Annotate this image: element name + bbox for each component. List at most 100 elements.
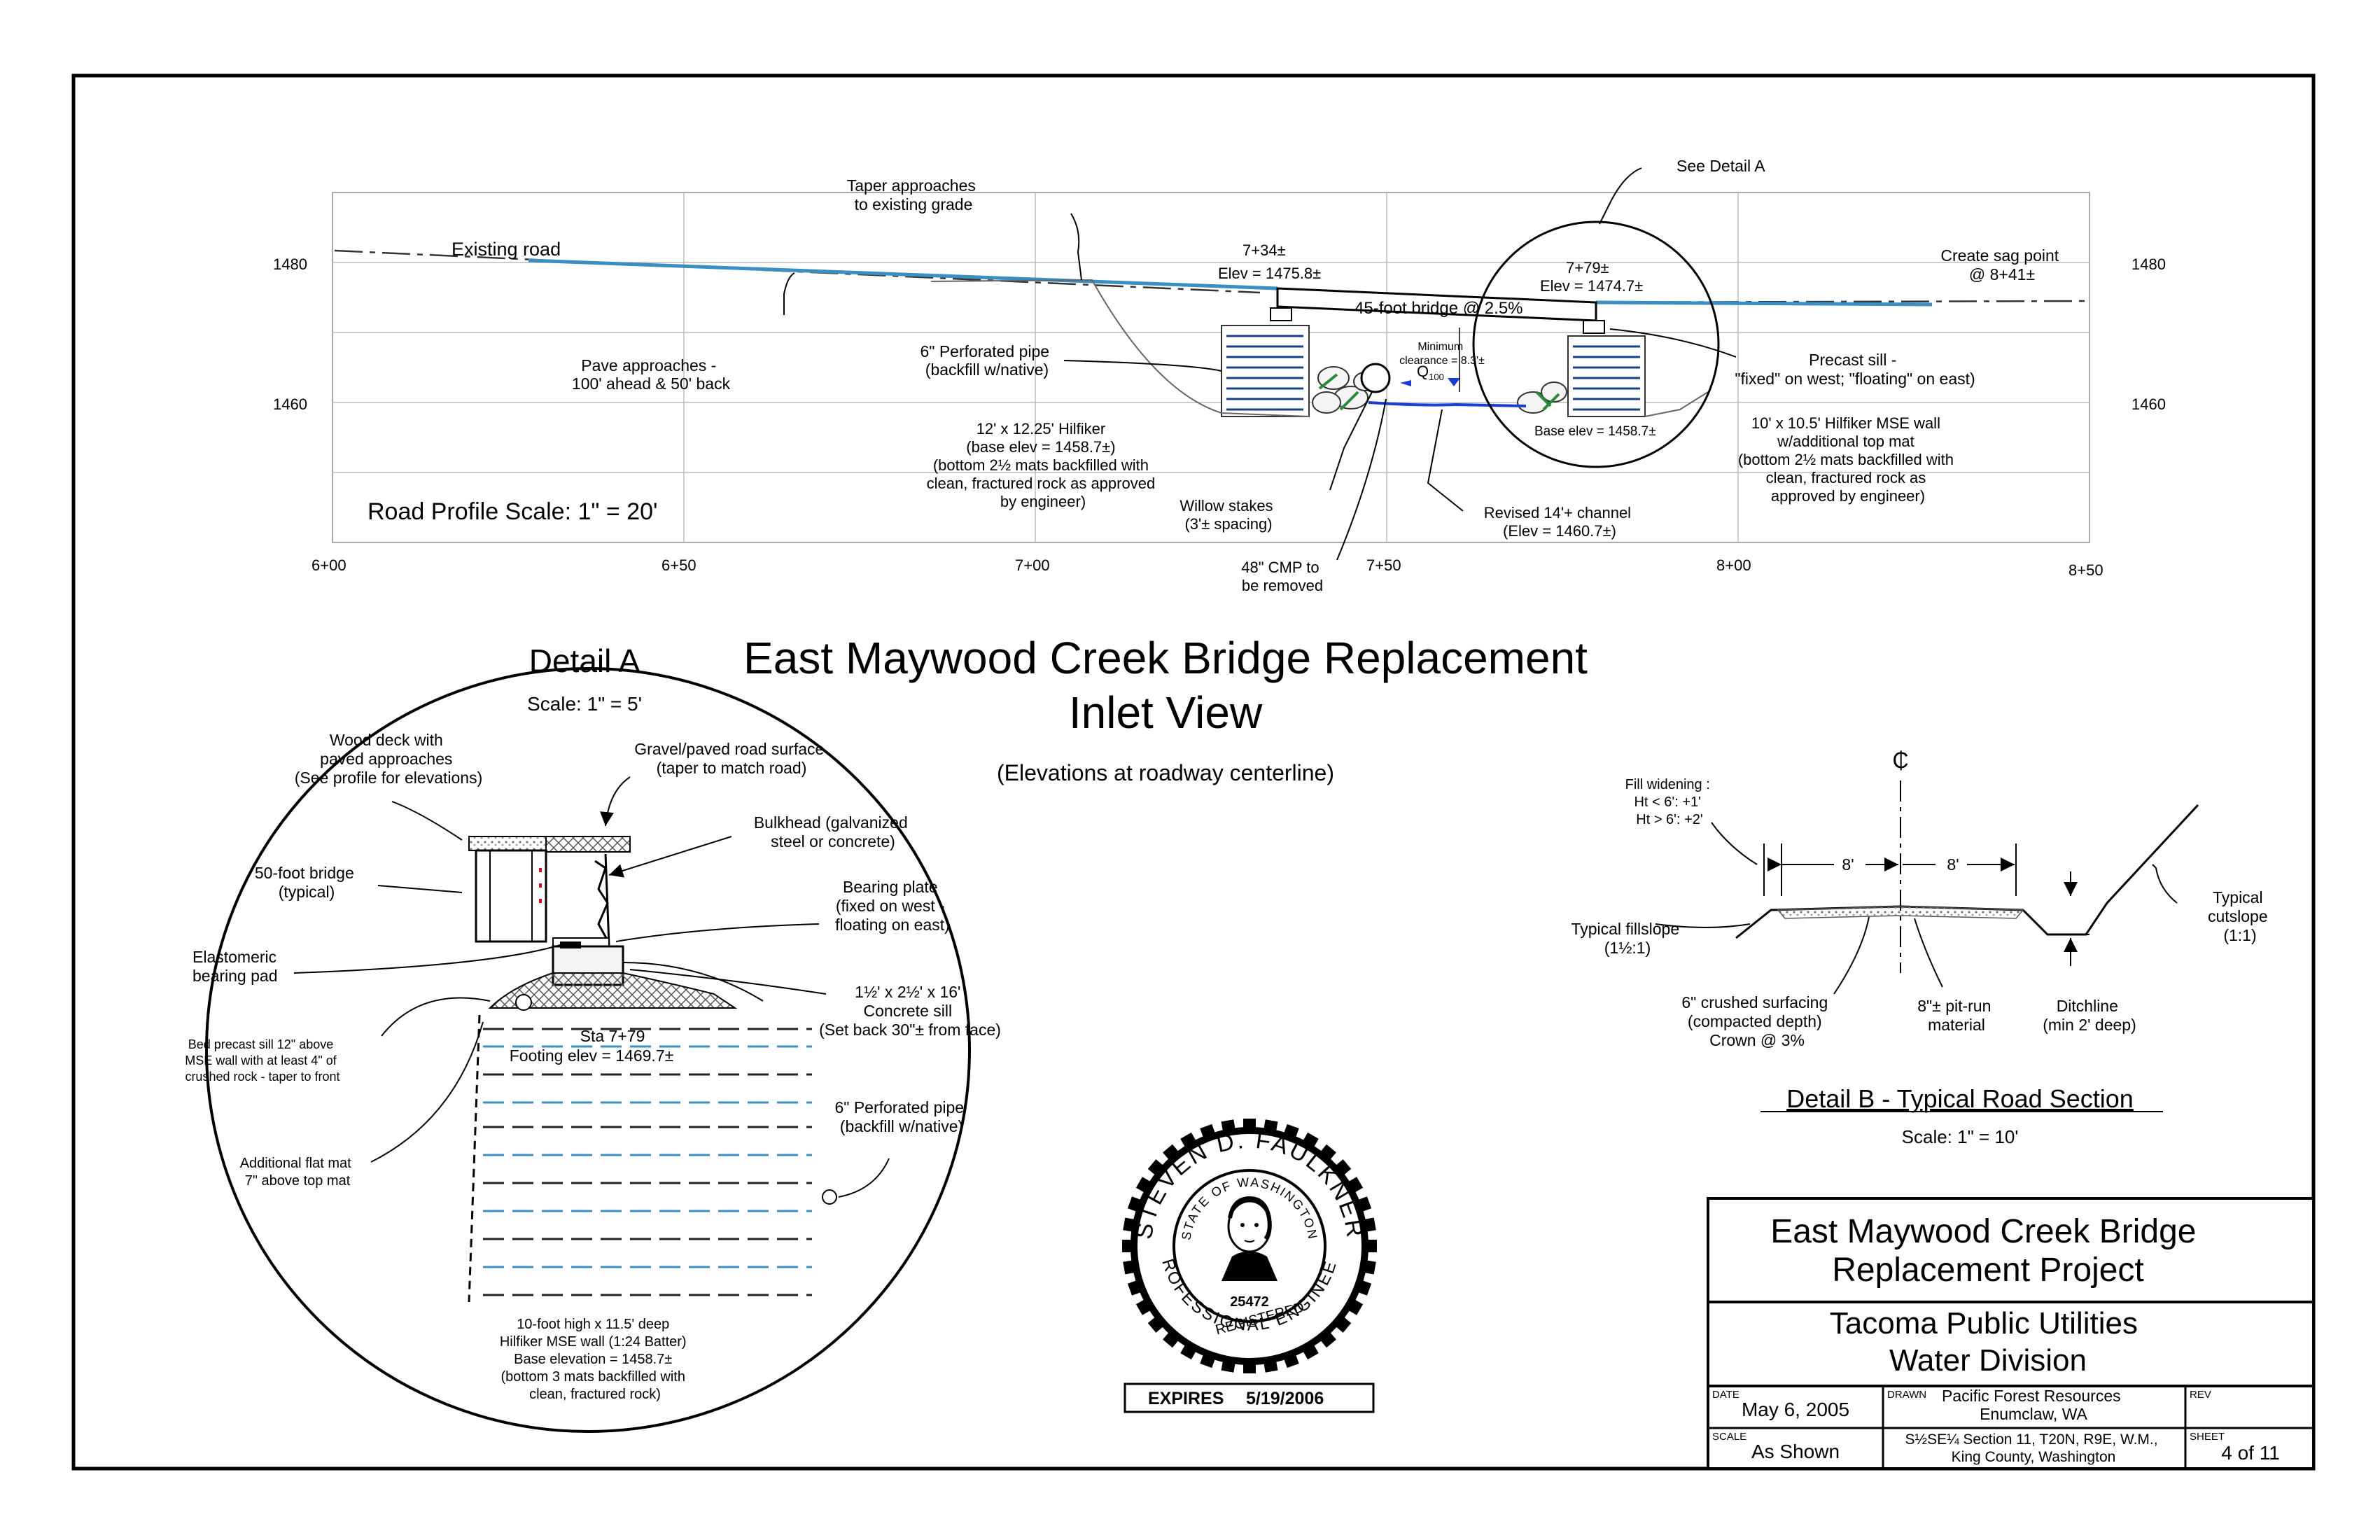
stream-channel: [1368, 401, 1527, 407]
see-detail-a-label: See Detail A: [1676, 157, 1765, 175]
footing-label: Footing elev = 1469.7±: [510, 1046, 673, 1065]
detail-a-leaders: [293, 776, 890, 1198]
centerline-symbol: ₵: [1892, 748, 1908, 773]
elev-label-1460-right: 1460: [2132, 396, 2166, 413]
scale-value: As Shown: [1751, 1441, 1840, 1462]
base-elev-label: Base elev = 1458.7±: [1534, 424, 1656, 439]
sub-title: Inlet View: [1069, 687, 1263, 738]
bolt-marks: [539, 868, 542, 903]
water-arrow: [1400, 380, 1411, 386]
bridge50-note: 50-foot bridge (typical): [255, 864, 358, 901]
ground-line-east: [1644, 391, 1709, 417]
elev-label-1460-left: 1460: [273, 396, 307, 413]
pitrun-note: 8"± pit-run material: [1917, 997, 1996, 1034]
elev-east-label: Elev = 1474.7±: [1540, 277, 1643, 295]
hilfiker-west-note: 12' x 12.25' Hilfiker (base elev = 1458.…: [927, 420, 1160, 510]
wood-deck-note: Wood deck with paved approaches (See pro…: [295, 731, 482, 787]
seal-number: 25472: [1230, 1294, 1269, 1310]
existing-road-line: [334, 249, 2090, 304]
water-level-marker: [1448, 378, 1460, 386]
bed-note: Bed precast sill 12" above MSE wall with…: [185, 1037, 340, 1084]
hilfiker-east-note: 10' x 10.5' Hilfiker MSE wall w/addition…: [1738, 414, 1958, 505]
elev-label-1480-right: 1480: [2132, 255, 2166, 273]
sheet-border: [71, 74, 2316, 1471]
expires-label: EXPIRES: [1148, 1389, 1224, 1408]
expires-date: 5/19/2006: [1246, 1389, 1324, 1408]
detail-a-circle: [205, 667, 971, 1433]
station-6-50: 6+50: [662, 556, 696, 574]
east-mse-wall: [1567, 335, 1646, 417]
west-mse-wall: [1221, 325, 1310, 417]
drain-pipe-bottom: [822, 1189, 837, 1205]
elastomeric-pad: [560, 941, 581, 948]
ditch-note: Ditchline (min 2' deep): [2043, 997, 2136, 1034]
drain-pipe-top: [515, 994, 532, 1011]
ground-profile-a: [622, 962, 764, 1002]
cmp-note: 48" CMP to be removed: [1241, 559, 1323, 594]
drawn-value: Pacific Forest Resources Enumclaw, WA: [1942, 1387, 2125, 1423]
elev-west-label: Elev = 1475.8±: [1218, 265, 1321, 282]
sag-point-note: Create sag point @ 8+41±: [1940, 246, 2063, 284]
proposed-road-line: [528, 258, 1933, 307]
scale-label: SCALE: [1712, 1431, 1746, 1443]
existing-road-label: Existing road: [451, 239, 561, 260]
profile-grid-frame: [332, 192, 2090, 543]
sill-note: 1½' x 2½' x 16' Concrete sill (Set back …: [819, 983, 1001, 1039]
detail-a-scale: Scale: 1" = 5': [527, 693, 642, 715]
rev-label: REV: [2190, 1389, 2211, 1401]
taper-note: Taper approaches to existing grade: [847, 176, 981, 214]
station-west-label: 7+34±: [1242, 241, 1286, 259]
profile-leaders: [783, 167, 1737, 561]
surfacing-note: 6" crushed surfacing (compacted depth) C…: [1681, 993, 1832, 1049]
mse-wall-note: 10-foot high x 11.5' deep Hilfiker MSE w…: [500, 1317, 690, 1402]
surfacing-layer: [1777, 906, 2024, 919]
washington-portrait-icon: [1222, 1196, 1278, 1281]
perf-pipe-a-note: 6" Perforated pipe (backfill w/native): [834, 1098, 968, 1135]
station-east-label: 7+79±: [1566, 259, 1609, 276]
road-profile: 1480 1460 1480 1460 6+00 6+50 7+00 7+50 …: [273, 157, 2166, 594]
station-7-50: 7+50: [1366, 556, 1401, 574]
sheet-value: 4 of 11: [2221, 1442, 2280, 1464]
bulkhead-note: Bulkhead (galvanized steel or concrete): [754, 813, 912, 850]
willow-stakes-note: Willow stakes (3'± spacing): [1180, 497, 1277, 533]
q100-label: Q100: [1417, 363, 1444, 382]
crushed-rock-bed: [488, 972, 738, 1009]
detail-a: Detail A Scale: 1" = 5': [185, 643, 1001, 1433]
expires-box: [1124, 1382, 1375, 1413]
east-bearing: [1583, 320, 1605, 334]
riprap-east: [1517, 382, 1567, 414]
clearance-note: Minimum clearance = 8.3'±: [1399, 341, 1485, 367]
mse-wall-layers: [483, 1028, 812, 1296]
fill-widening-note: Fill widening : Ht < 6': +1' Ht > 6': +2…: [1625, 777, 1714, 827]
drawn-label: DRAWN: [1887, 1389, 1926, 1401]
ground-line: [930, 279, 1310, 417]
station-7-00: 7+00: [1015, 556, 1050, 574]
bridge-girder: [475, 849, 547, 943]
dim-left: 8': [1842, 855, 1854, 874]
detail-b: ₵ Fill widening : Ht < 6': +1' H: [1571, 748, 2267, 1147]
dim-right: 8': [1947, 855, 1959, 874]
deck-pavement: [468, 836, 547, 851]
station-8-50: 8+50: [2068, 561, 2104, 579]
wall-face: [468, 1014, 481, 1303]
precast-sill-note: Precast sill - "fixed" on west; "floatin…: [1735, 351, 1975, 388]
dimension-lines: [1763, 844, 2090, 966]
detail-b-title: Detail B - Typical Road Section: [1786, 1084, 2134, 1113]
west-bearing: [1270, 307, 1292, 321]
cmp-pipe: [1360, 363, 1391, 393]
date-value: May 6, 2005: [1742, 1399, 1849, 1420]
gravel-note: Gravel/paved road surface (taper to matc…: [634, 740, 828, 777]
elastomeric-note: Elastomeric bearing pad: [192, 948, 281, 985]
profile-grid: [332, 192, 2090, 542]
road-surface: [545, 836, 631, 853]
date-label: DATE: [1712, 1389, 1740, 1401]
bulkhead: [594, 853, 610, 946]
main-title: East Maywood Creek Bridge Replacement: [743, 633, 1588, 683]
location-value: S½SE¼ Section 11, T20N, R9E, W.M., King …: [1905, 1432, 2162, 1465]
bridge-label: 45-foot bridge @ 2.5%: [1354, 299, 1523, 318]
fillslope-note: Typical fillslope (1½:1): [1571, 920, 1684, 957]
detail-b-scale: Scale: 1" = 10': [1902, 1126, 2019, 1147]
title-block: East Maywood Creek Bridge Replacement Pr…: [1707, 1197, 2315, 1470]
project-title: East Maywood Creek Bridge Replacement Pr…: [1770, 1213, 2206, 1289]
